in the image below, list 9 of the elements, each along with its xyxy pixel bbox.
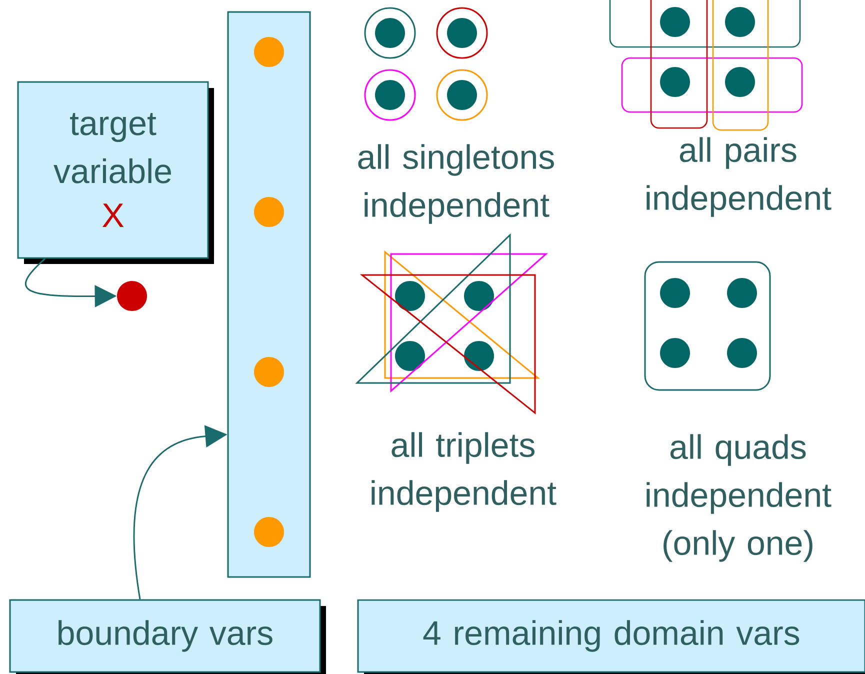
caption: all pairs independent [646, 137, 832, 217]
text-box: 4 remaining domain vars [357, 599, 865, 674]
caption: all quads independent (only one) [646, 434, 832, 562]
column-box [227, 11, 311, 578]
caption: all triplets independent [372, 432, 556, 512]
text-box: boundary vars [9, 599, 326, 674]
text-box: target variable X [17, 81, 214, 264]
dot [117, 281, 147, 311]
caption: all singletons independent [358, 144, 554, 224]
